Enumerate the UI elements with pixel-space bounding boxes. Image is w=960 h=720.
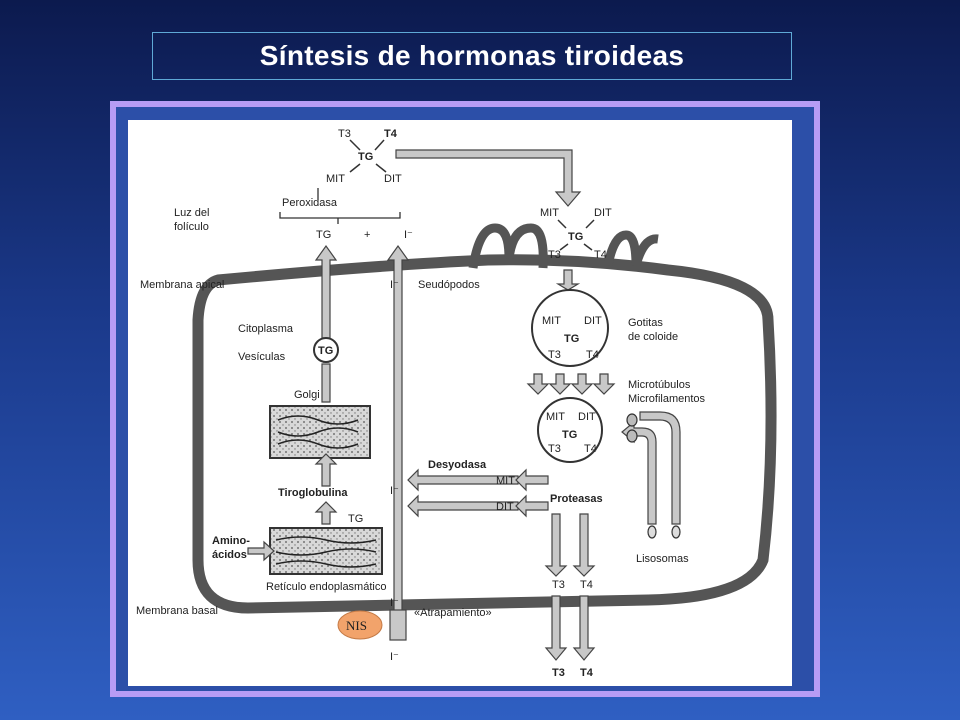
iodide-mid: I⁻: [390, 485, 399, 497]
mid-t4: T4: [580, 579, 593, 591]
membrana-apical-label: Membrana apical: [140, 279, 224, 291]
vesiculas-label: Vesículas: [238, 351, 286, 363]
seudopodos-label: Seudópodos: [418, 279, 480, 291]
diagram-panel: T3 T4 TG MIT DIT Luz del folículo Peroxi…: [128, 120, 792, 686]
bracket-plus: +: [364, 229, 370, 241]
citoplasma-label: Citoplasma: [238, 323, 294, 335]
luz-label-2: folículo: [174, 221, 209, 233]
nis-badge: [337, 610, 383, 640]
top-t3: T3: [338, 128, 351, 140]
top-mit: MIT: [326, 173, 345, 185]
proteasas-label: Proteasas: [550, 493, 603, 505]
endoplasmic-reticulum: [269, 527, 383, 575]
gotitas-label-1: Gotitas: [628, 317, 663, 329]
reticulo-label: Retículo endoplasmático: [266, 581, 386, 593]
phago-dit: DIT: [578, 411, 596, 423]
droplet-t4: T4: [586, 349, 599, 361]
golgi-label: Golgi: [294, 389, 320, 401]
phago-t3: T3: [548, 443, 561, 455]
luz-label-1: Luz del: [174, 207, 209, 219]
colloid-dit: DIT: [594, 207, 612, 219]
droplet-mit: MIT: [542, 315, 561, 327]
iodide-out: I⁻: [390, 651, 399, 663]
bracket-iodide: I⁻: [404, 229, 413, 241]
iodide-basal: I⁻: [390, 597, 399, 609]
phago-mit: MIT: [546, 411, 565, 423]
arrow-to-colloid: [395, 149, 582, 207]
bracket-tg: TG: [316, 229, 331, 241]
droplet-fusion-arrows: [526, 373, 616, 395]
cell-membrane: [192, 254, 777, 614]
colloid-mit: MIT: [540, 207, 559, 219]
t3-exit-arrow: [544, 513, 568, 577]
amino-label-2: ácidos: [212, 549, 247, 561]
membrana-basal-label: Membrana basal: [136, 605, 218, 617]
top-dit: DIT: [384, 173, 402, 185]
microfilamentos-label: Microfilamentos: [628, 393, 706, 405]
microtubulos-label: Microtúbulos: [628, 379, 691, 391]
peroxidasa-label: Peroxidasa: [282, 197, 338, 209]
droplet-t3: T3: [548, 349, 561, 361]
colloid-t3: T3: [548, 249, 561, 261]
title-box: Síntesis de hormonas tiroideas: [152, 32, 792, 80]
mid-t3: T3: [552, 579, 565, 591]
thyroid-diagram: T3 T4 TG MIT DIT Luz del folículo Peroxi…: [136, 128, 777, 679]
top-tg: TG: [358, 151, 373, 163]
phagolysosome: [537, 397, 603, 463]
pseudopods: [468, 223, 659, 269]
out-t4: T4: [580, 667, 594, 679]
droplet-tg: TG: [564, 333, 579, 345]
tg-up-arrow: [314, 244, 338, 339]
iodide-up-arrow: [386, 244, 410, 621]
colloid-tg: TG: [568, 231, 583, 243]
colloid-droplet: [531, 289, 609, 367]
lisosomas-label: Lisosomas: [636, 553, 689, 565]
desyodasa-label: Desyodasa: [428, 459, 487, 471]
er-tg: TG: [348, 513, 363, 525]
out-t3: T3: [552, 667, 565, 679]
iodide-apical: I⁻: [390, 279, 399, 291]
atrapamiento-label: «Atrapamiento»: [414, 607, 492, 619]
vesicle-tg: [313, 337, 339, 363]
dit-side: DIT: [496, 501, 514, 513]
mit-side: MIT: [496, 475, 515, 487]
top-t4: T4: [384, 128, 398, 140]
nis-label: NIS: [346, 618, 367, 633]
droplet-dit: DIT: [584, 315, 602, 327]
vesicle-tg-label: TG: [318, 345, 333, 357]
tiroglobulina-label: Tiroglobulina: [278, 487, 348, 499]
amino-label-1: Amino-: [212, 535, 250, 547]
phago-t4: T4: [584, 443, 597, 455]
t4-exit-arrow: [572, 513, 596, 577]
page-title: Síntesis de hormonas tiroideas: [259, 40, 685, 71]
gotitas-label-2: de coloide: [628, 331, 678, 343]
colloid-t4: T4: [594, 249, 607, 261]
phago-tg: TG: [562, 429, 577, 441]
